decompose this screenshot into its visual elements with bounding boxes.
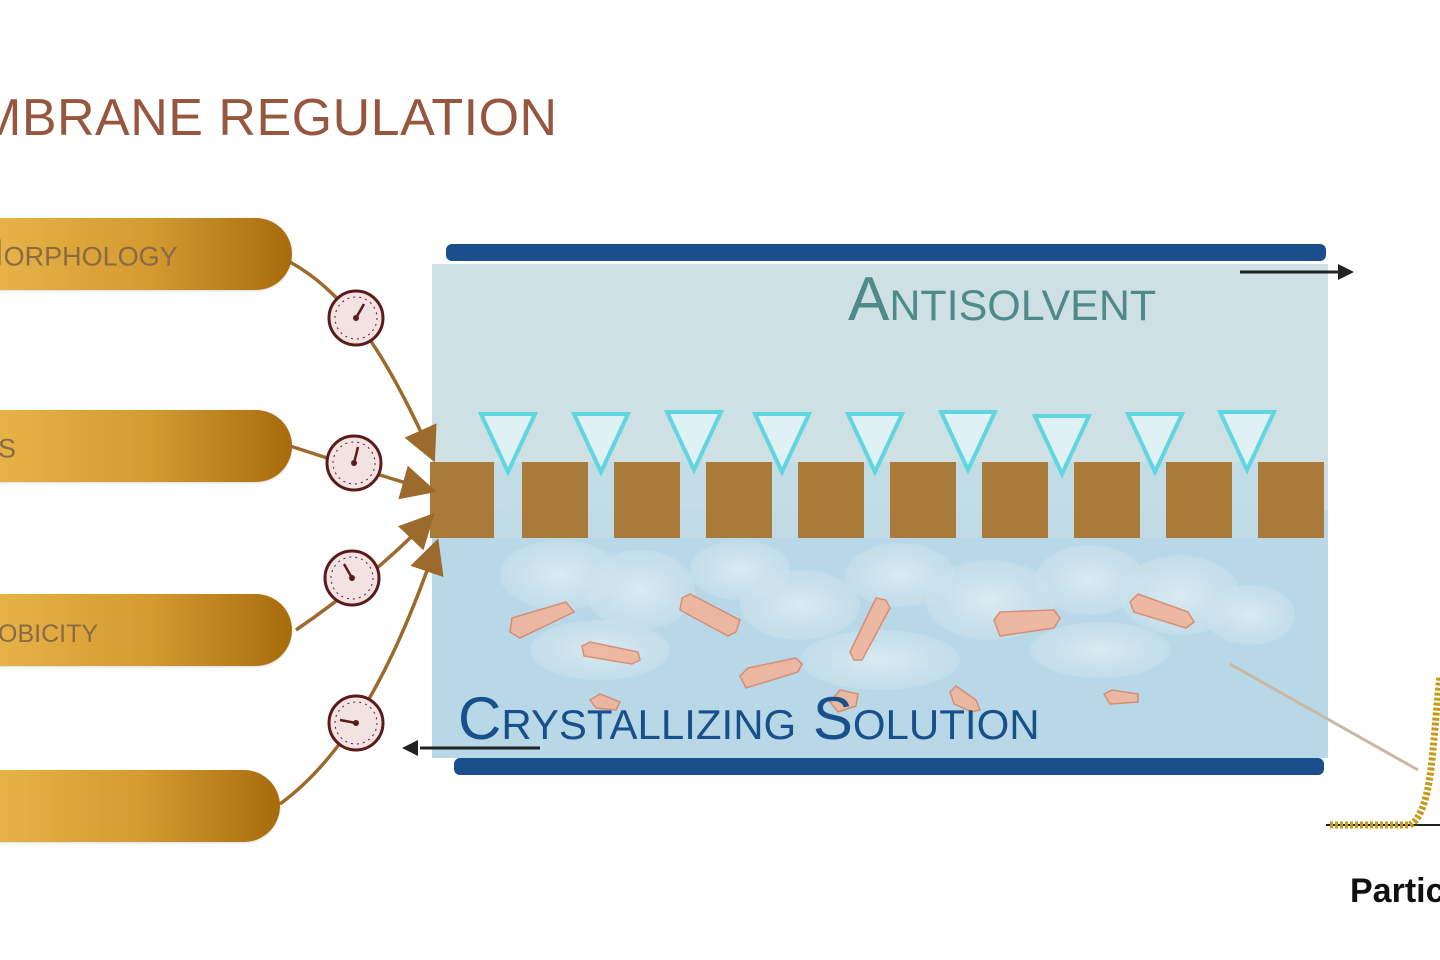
parameter-label-morphology: Morphology [0,232,178,275]
membrane [430,462,1324,538]
top-plate [446,244,1326,261]
callout-line [1229,662,1419,772]
crystal [739,657,803,689]
antisolvent-label: Antisolvent [848,265,1157,334]
crystal [849,597,891,661]
parameter-pill-hydrophobicity: obicity [0,594,292,666]
diagram-title: MBRANE REGULATION [0,89,558,147]
parameter-label-2: s [0,425,16,468]
particle-size-plot [1326,675,1440,829]
gauge-icon [327,289,385,347]
crystals [509,593,1195,713]
parameter-pill-2: s [0,410,292,482]
parameter-label-3: obicity [0,609,99,650]
crystal [679,593,741,637]
parameter-pill-4 [0,770,280,842]
bottom-plate [454,758,1324,775]
plot-xlabel: Partic [1350,872,1440,910]
arrow-left-icon [402,740,540,756]
gauge-icon [325,434,383,492]
arrow-right-icon [1240,264,1354,280]
crystal [993,609,1061,637]
gauge-icon [323,549,381,607]
crystal [1129,593,1195,629]
crystal [1102,689,1139,705]
crystal [829,689,859,713]
crystal [581,641,641,665]
crystal [588,693,622,711]
parameter-pill-morphology: Morphology [0,218,292,290]
crystal [949,685,982,713]
crystal [509,601,576,639]
crystallizing-solution-label: Crystallizing Solution [458,685,1040,752]
antisolvent-nozzles [477,410,1278,479]
gauge-icon [327,694,385,752]
